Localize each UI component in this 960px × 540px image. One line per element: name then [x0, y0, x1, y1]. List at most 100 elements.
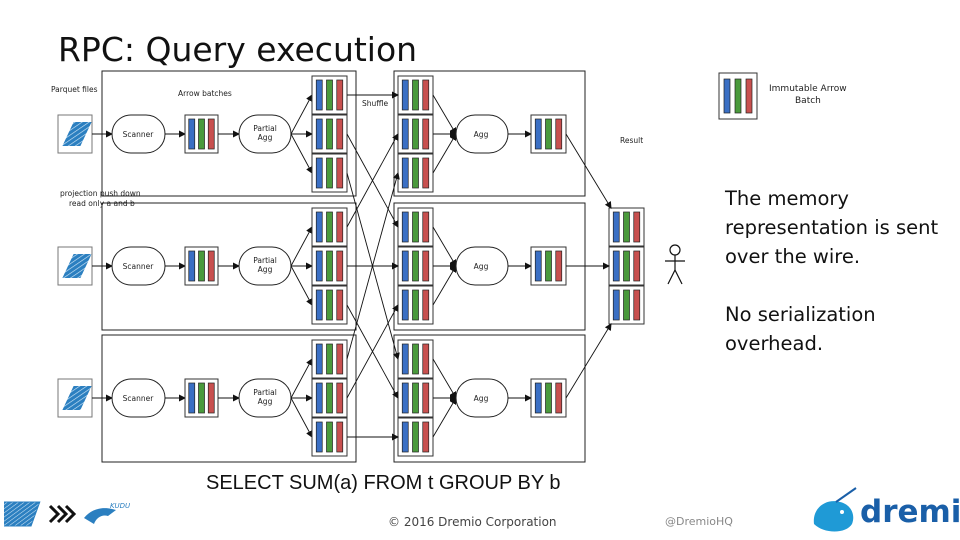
callout-text: The memory representation is sent over t…: [725, 184, 950, 387]
partial-output-batch-column: [326, 118, 333, 150]
shuffled-batch-column: [412, 79, 419, 111]
legend-label-2: Batch: [795, 96, 821, 106]
scanner-label: Scanner: [123, 394, 155, 403]
parquet-file-3: [57, 378, 93, 418]
partial-output-batch-column: [315, 211, 323, 243]
arrow-batch-column: [207, 250, 215, 282]
copyright: © 2016 Dremio Corporation: [388, 515, 557, 529]
partial-output-batch-column: [336, 250, 344, 282]
sql-query: SELECT SUM(a) FROM t GROUP BY b: [206, 472, 561, 494]
shuffled-batch-column: [401, 118, 409, 150]
partial-output-batch-column: [336, 157, 344, 189]
worker-frame-2: [101, 202, 357, 331]
shuffle-arrow: [346, 172, 400, 360]
partial-output-batch-column: [315, 250, 323, 282]
partial-output-batch-column: [315, 382, 323, 414]
agg-output-batch-column: [534, 382, 542, 414]
arrow-to-result: [565, 133, 612, 209]
shuffled-batch-column: [412, 250, 419, 282]
partial-output-batch-column: [315, 289, 323, 321]
agg-output-batch-column: [545, 118, 552, 150]
scanner-label: Scanner: [123, 130, 155, 139]
arrow-batch-to-agg: [432, 226, 457, 267]
shuffled-batch-column: [401, 79, 409, 111]
result-batch-column: [623, 250, 630, 282]
partial-output-batch-column: [315, 421, 323, 453]
scanner-label: Scanner: [123, 262, 155, 271]
arrow-batch-column: [188, 118, 196, 150]
arrow-batch-column: [207, 118, 215, 150]
arrow-batch-column: [198, 382, 205, 414]
arrow-batch-to-agg: [432, 397, 457, 438]
partial-output-batch-column: [336, 289, 344, 321]
agg-output-batch-column: [534, 250, 542, 282]
shuffle-label: Shuffle: [362, 99, 389, 108]
parquet-file-1: [57, 114, 93, 154]
partial-output-batch-column: [326, 421, 333, 453]
worker-frame-3: [101, 334, 357, 463]
callout-line-1: The memory representation is sent over t…: [725, 187, 939, 268]
arrow-batch-column: [198, 118, 205, 150]
partial-output-batch-column: [336, 421, 344, 453]
shuffled-batch-column: [401, 421, 409, 453]
parquet-files-label: Parquet files: [51, 85, 98, 94]
shuffled-batch-column: [401, 382, 409, 414]
shuffled-batch-column: [412, 289, 419, 321]
worker-frame-1: [101, 70, 357, 197]
projection-label-2: read only a and b: [69, 199, 135, 208]
result-batch-column: [633, 211, 641, 243]
shuffled-batch-column: [412, 343, 419, 375]
partial-output-batch-column: [315, 79, 323, 111]
arrow-partial-agg-to-batch: [290, 226, 313, 267]
agg-output-batch-column: [555, 250, 563, 282]
agg-output-batch-column: [555, 118, 563, 150]
arrow-batch-to-agg: [432, 265, 457, 306]
partial-agg-label: Agg: [258, 133, 273, 142]
arrow-batch-column: [207, 382, 215, 414]
shuffled-batch-column: [422, 289, 430, 321]
arrow-batch-column: [188, 382, 196, 414]
shuffle-arrow: [346, 133, 399, 228]
agg-output-batch-column: [534, 118, 542, 150]
agg-label: Agg: [474, 394, 489, 403]
arrow-batch-to-agg: [432, 94, 457, 135]
parquet-file-pattern: [62, 122, 92, 146]
partial-agg-label: Partial: [253, 256, 277, 265]
legend-label-1: Immutable Arrow: [769, 84, 847, 94]
partial-output-batch-column: [315, 343, 323, 375]
shuffle-arrow: [346, 304, 399, 399]
shuffled-batch-column: [422, 157, 430, 189]
result-batch-column: [633, 289, 641, 321]
partial-agg-label: Agg: [258, 265, 273, 274]
partial-output-batch-column: [326, 289, 333, 321]
arrow-partial-agg-to-batch: [290, 358, 313, 399]
partial-agg-label: Partial: [253, 388, 277, 397]
result-batch-column: [633, 250, 641, 282]
shuffled-batch-column: [422, 118, 430, 150]
partial-output-batch-column: [315, 118, 323, 150]
shuffled-batch-column: [422, 421, 430, 453]
result-batch-column: [612, 289, 620, 321]
partial-agg-label: Partial: [253, 124, 277, 133]
arrow-to-result: [565, 323, 612, 399]
shuffled-batch-column: [412, 157, 419, 189]
arrow-batch-to-agg: [432, 133, 457, 174]
result-batch-column: [612, 211, 620, 243]
partial-agg-label: Agg: [258, 397, 273, 406]
agg-output-batch-column: [555, 382, 563, 414]
partial-output-batch-column: [326, 343, 333, 375]
partial-output-batch-column: [326, 250, 333, 282]
callout-line-2: No serialization overhead.: [725, 303, 876, 355]
arrow-batch-to-agg: [432, 358, 457, 399]
shuffled-batch-column: [401, 211, 409, 243]
arrow-batch-column: [198, 250, 205, 282]
agg-output-batch-column: [545, 250, 552, 282]
partial-output-batch-column: [326, 79, 333, 111]
arrow-partial-agg-to-batch: [290, 133, 313, 174]
shuffled-batch-column: [401, 343, 409, 375]
partial-output-batch-column: [336, 211, 344, 243]
shuffled-batch-column: [422, 382, 430, 414]
result-batch-column: [612, 250, 620, 282]
svg-text:KUDU: KUDU: [110, 502, 130, 510]
shuffled-batch-column: [422, 211, 430, 243]
